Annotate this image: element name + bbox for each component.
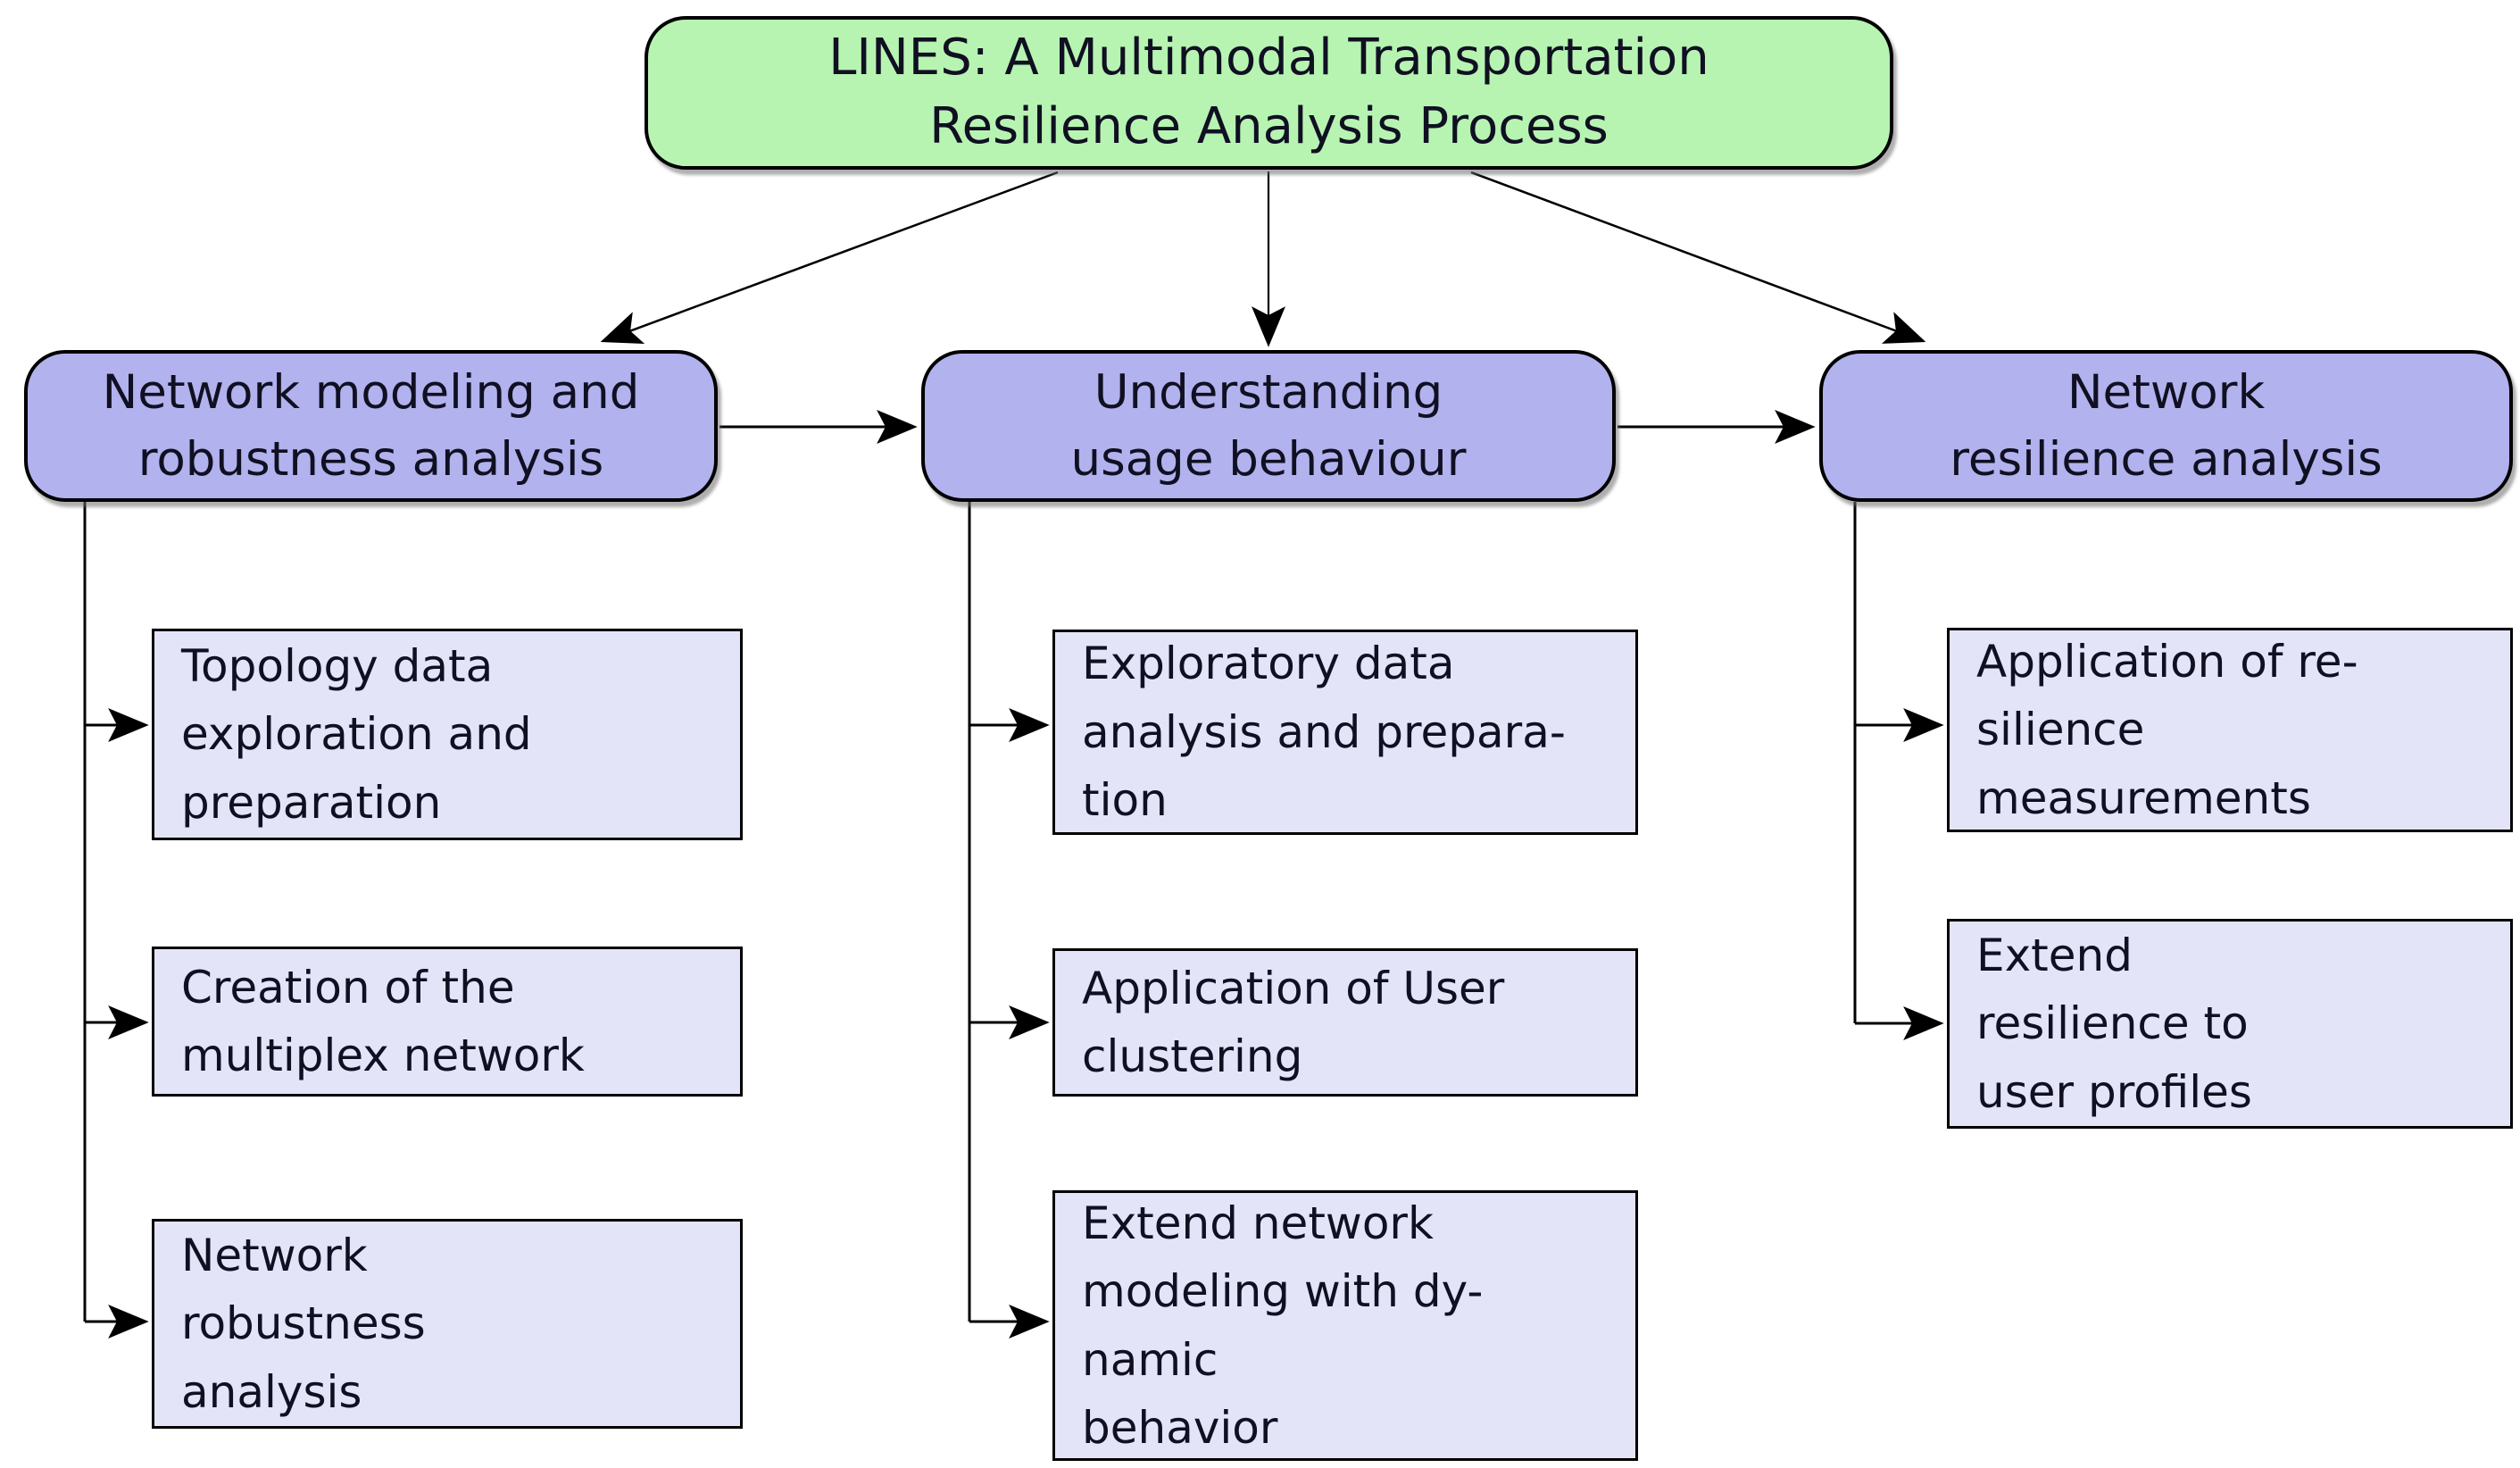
title-node: LINES: A Multimodal Transportation Resil… [645, 16, 1893, 170]
parent-node-network-modeling: Network modeling and robustness analysis [24, 350, 718, 502]
parent-node-usage-behaviour: Understanding usage behaviour [921, 350, 1616, 502]
child-node-resilience-measurements: Application of re- silience measurements [1947, 628, 2513, 832]
column-3-branches [1853, 502, 1944, 1040]
parent-node-network-resilience: Network resilience analysis [1819, 350, 2513, 502]
child-node-user-profiles: Extend resilience to user profiles [1947, 919, 2513, 1129]
column-1-branches [83, 502, 149, 1339]
child-node-multiplex-network: Creation of the multiplex network [152, 947, 743, 1097]
child-node-topology-data: Topology data exploration and preparatio… [152, 629, 743, 840]
child-node-robustness-analysis: Network robustness analysis [152, 1219, 743, 1429]
child-node-user-clustering: Application of User clustering [1052, 948, 1638, 1097]
title-to-parent-arrows [600, 171, 1926, 347]
column-2-branches [968, 502, 1050, 1339]
child-node-exploratory-data: Exploratory data analysis and prepara- t… [1052, 630, 1638, 835]
child-node-dynamic-behavior: Extend network modeling with dy- namic b… [1052, 1190, 1638, 1461]
